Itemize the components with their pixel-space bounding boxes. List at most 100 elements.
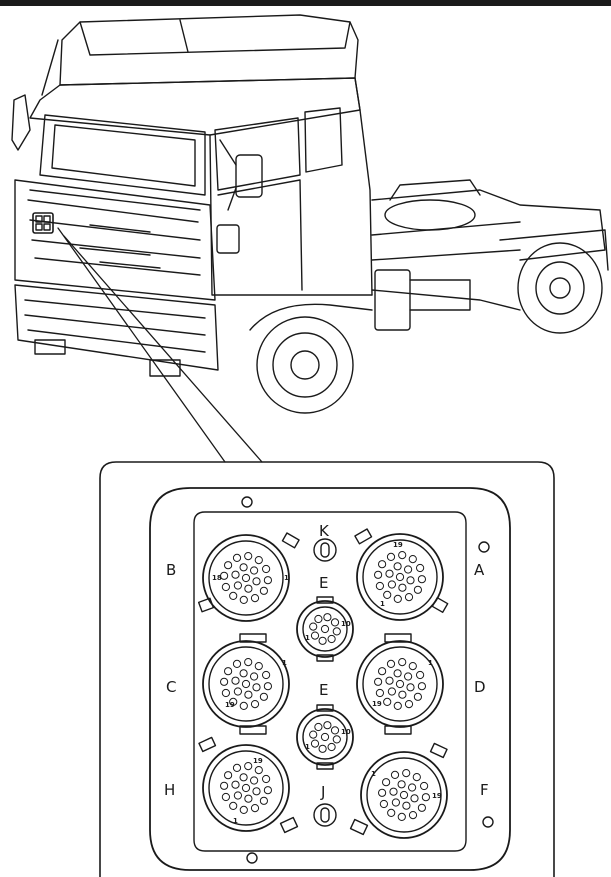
connector-H-pin-hole: [239, 805, 248, 815]
connector-F-pin-hole: [420, 781, 429, 791]
connector-E-lower-pin-hole: [310, 739, 320, 748]
pin-number-H-top: 19: [253, 757, 263, 765]
connector-D-pin-hole: [406, 683, 415, 692]
connector-H-pin-hole: [231, 780, 240, 789]
mounting-hole-top: [241, 496, 253, 508]
rear-wheel: [517, 242, 603, 334]
connector-E-lower-pin-hole: [332, 735, 341, 744]
connector-A-pin-hole: [417, 575, 426, 584]
connector-C-pin-hole: [233, 687, 242, 696]
connector-C-pin-hole: [259, 692, 268, 701]
connector-E-lower-pin-hole: [323, 721, 332, 730]
connector-C-pin-hole: [221, 688, 230, 698]
connector-F-pin-hole: [382, 778, 391, 787]
connector-F-pin-hole: [399, 790, 409, 800]
connector-D-pin-hole: [393, 701, 402, 711]
pin-number-E-upper-right: 10: [341, 620, 351, 628]
connector-F-pin-hole: [421, 793, 430, 802]
connector-E-upper-pin-hole: [320, 624, 330, 634]
front-bumper: [14, 284, 219, 371]
pin-number-F-right: 19: [432, 792, 442, 800]
connector-D-pin-hole: [378, 667, 387, 676]
label-K: K: [319, 522, 330, 540]
connector-A-pin-hole: [393, 562, 402, 571]
connector-H-pin-hole: [220, 781, 229, 790]
connector-H-pin-hole: [262, 774, 271, 784]
connector-F-pin-hole: [402, 801, 411, 810]
connector-C-pin-hole: [244, 690, 253, 699]
connector-D-pin-hole: [385, 676, 394, 685]
label-F: F: [480, 781, 489, 799]
connector-E-upper-pin-hole: [332, 627, 341, 636]
label-H: H: [164, 781, 175, 799]
connector-F-pin-hole: [417, 803, 426, 812]
truck-roof: [59, 14, 359, 86]
connector-E-upper-pin-hole: [310, 631, 320, 640]
connector-E-lower-pin-hole: [320, 732, 330, 742]
connector-B-pin-hole: [250, 594, 260, 603]
connector-H: [198, 736, 299, 834]
mounting-hole-bottom: [246, 852, 258, 864]
connector-plate-inner: [193, 511, 467, 852]
fifth-wheel: [384, 199, 476, 231]
connector-H-pin-hole: [244, 794, 253, 803]
connector-D-pin-hole: [383, 697, 392, 707]
pin-number-E-lower-right: 10: [341, 728, 351, 736]
connector-D-pin-hole: [417, 682, 426, 691]
pin-number-C-bottom: 19: [225, 701, 235, 709]
connector-C-pin-hole: [239, 669, 248, 678]
connector-H-pin-hole: [232, 763, 242, 773]
pin-number-H-bottom: 1: [233, 817, 238, 825]
connector-H-pin-hole: [239, 773, 248, 782]
connector-B-pin-hole: [220, 571, 229, 580]
mounting-hole-right-bottom: [482, 816, 494, 828]
connector-C-pin-hole: [263, 682, 272, 691]
pin-number-F-left: 1: [371, 770, 376, 778]
connector-D-pin-hole: [386, 659, 396, 669]
connector-B-pin-hole: [259, 586, 268, 595]
connector-H-pin-hole: [233, 791, 242, 800]
connector-B-pin-hole: [263, 576, 272, 585]
connector-A-pin-hole: [387, 580, 396, 589]
connector-B-pin-hole: [252, 577, 261, 586]
connector-B-pin-hole: [221, 582, 230, 592]
connector-F-pin-hole: [379, 799, 388, 809]
top-border-rule: [0, 0, 611, 6]
connector-B-pin-hole: [224, 561, 233, 570]
lower-mirror: [216, 224, 240, 254]
pin-number-B-left: 18: [212, 574, 222, 582]
connector-E-upper-pin-hole: [323, 613, 332, 622]
connector-H-pin-hole: [221, 792, 230, 802]
connector-H-pin-hole: [254, 766, 263, 775]
connector-D-pin-hole: [404, 700, 414, 709]
connector-C-pin-hole: [250, 700, 260, 709]
connector-H-pin-hole: [259, 796, 268, 805]
connector-D-pin-hole: [374, 677, 383, 686]
connector-A-pin-hole: [416, 563, 425, 573]
connector-D-pin-hole: [395, 679, 405, 689]
connector-F: [349, 742, 448, 839]
connector-A-pin-hole: [406, 576, 415, 585]
connector-E-upper: [296, 596, 354, 662]
connector-H-pin-hole: [263, 786, 272, 795]
connector-A-pin-hole: [408, 555, 417, 564]
connector-C-pin-hole: [220, 677, 229, 686]
truck-chassis: [371, 189, 606, 261]
connector-C-pin-hole: [231, 676, 240, 685]
connector-B-pin-hole: [232, 553, 242, 563]
connector-A-pin-hole: [374, 570, 383, 579]
connector-E-upper-pin-hole: [318, 636, 327, 645]
connector-A-pin-hole: [398, 583, 407, 592]
connector-F-pin-hole: [378, 788, 387, 797]
connector-A-pin-hole: [404, 565, 413, 574]
connector-D-pin-hole: [398, 658, 407, 667]
connector-D-pin-hole: [413, 692, 422, 701]
connector-A-pin-hole: [398, 551, 407, 560]
connector-B-pin-hole: [229, 591, 238, 601]
connector-C-pin-hole: [254, 662, 263, 671]
connector-H-pin-hole: [244, 762, 253, 771]
connector-E-upper-pin-hole: [309, 622, 318, 631]
connector-C-pin-hole: [252, 683, 261, 692]
connector-A-pin-hole: [395, 572, 405, 582]
